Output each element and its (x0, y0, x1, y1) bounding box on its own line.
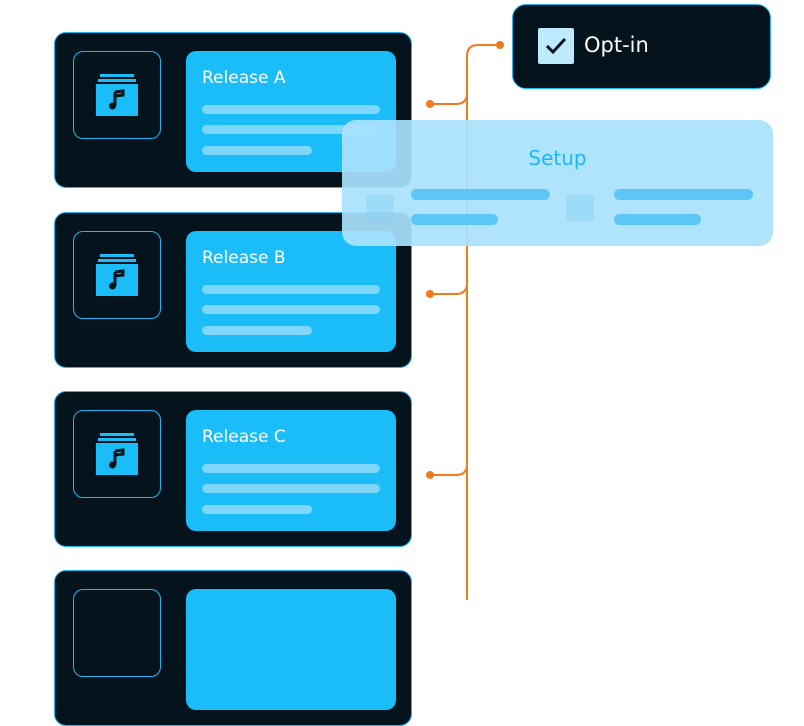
release-panel (186, 589, 396, 710)
music-album-icon (96, 433, 138, 475)
optin-node[interactable]: Opt-in (512, 4, 771, 89)
setup-title: Setup (528, 146, 587, 170)
placeholder-line (202, 305, 380, 314)
release-panel: Release B (186, 231, 396, 352)
placeholder-line (202, 326, 312, 335)
optin-label: Opt-in (584, 33, 649, 57)
release-card-c[interactable]: Release C (54, 391, 412, 547)
placeholder-line (614, 189, 753, 200)
placeholder-line (202, 484, 380, 493)
setup-panel[interactable]: Setup (342, 120, 773, 246)
release-card-a[interactable]: Release A (54, 32, 412, 188)
placeholder-line (614, 214, 701, 225)
release-icon-box (73, 589, 161, 677)
release-title: Release B (202, 248, 286, 268)
release-title: Release C (202, 427, 286, 447)
release-icon-box (73, 51, 161, 139)
check-icon (545, 37, 567, 55)
release-panel: Release C (186, 410, 396, 531)
placeholder-line (202, 125, 380, 134)
release-icon-box (73, 410, 161, 498)
placeholder-line (202, 105, 380, 114)
placeholder-line (202, 285, 380, 294)
ghost-icon (366, 194, 394, 222)
optin-checkbox[interactable] (538, 28, 574, 64)
music-album-icon (96, 74, 138, 116)
release-card-d[interactable] (54, 570, 412, 726)
music-album-icon (96, 254, 138, 296)
ghost-icon (566, 194, 594, 222)
release-title: Release A (202, 68, 286, 88)
placeholder-line (202, 464, 380, 473)
placeholder-line (202, 146, 312, 155)
release-icon-box (73, 231, 161, 319)
placeholder-line (411, 214, 498, 225)
placeholder-line (411, 189, 550, 200)
placeholder-line (202, 505, 312, 514)
